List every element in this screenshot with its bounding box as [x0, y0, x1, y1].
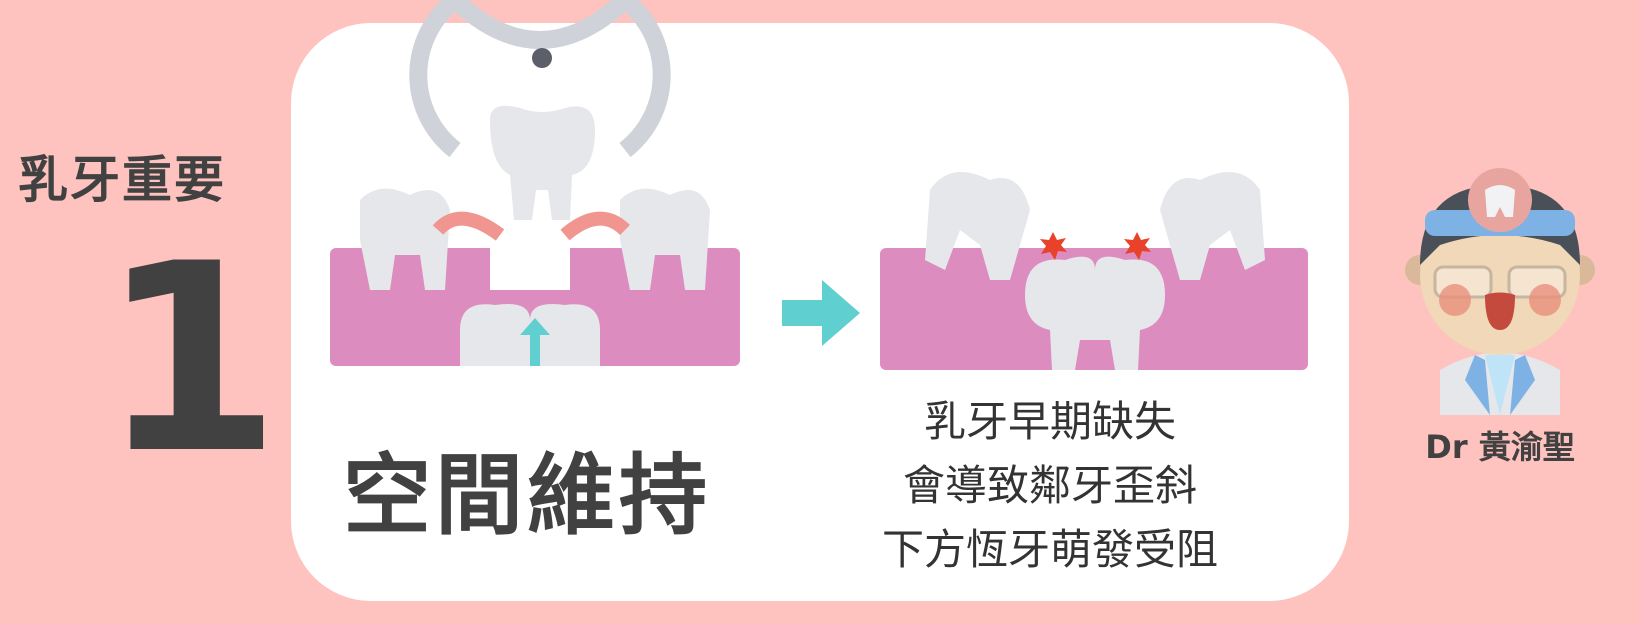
tilted-tooth-left [925, 172, 1030, 280]
forceps-icon [409, 0, 671, 158]
erupting-tooth [1025, 256, 1165, 370]
doctor-avatar [1405, 168, 1595, 415]
side-title: 乳牙重要 [18, 151, 226, 209]
right-arrow-icon [782, 280, 860, 346]
tilted-tooth-right [1160, 172, 1265, 280]
tooth-icon [490, 105, 595, 220]
up-arrow-icon [520, 318, 550, 366]
step-number: 1 [100, 209, 281, 511]
description-line: 下方恆牙萌發受阻 [881, 525, 1218, 574]
description-line: 乳牙早期缺失 [923, 397, 1176, 446]
main-title: 空間維持 [343, 444, 712, 547]
pink-arrow-icon [432, 211, 505, 241]
extraction-illustration [330, 0, 740, 366]
description-line: 會導致鄰牙歪斜 [902, 461, 1197, 510]
doctor-name: Dr 黃渝聖 [1425, 428, 1575, 466]
crooked-teeth-illustration [880, 172, 1308, 370]
collision-star-icon [1040, 232, 1067, 260]
collision-star-icon [1124, 232, 1151, 260]
